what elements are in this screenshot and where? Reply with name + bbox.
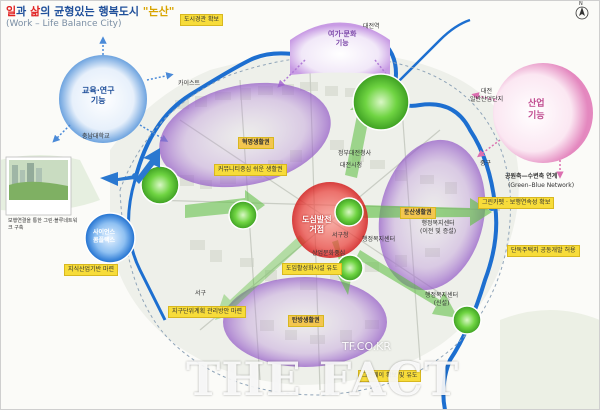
- title-part4: 의 균형있는 행복도시: [40, 5, 143, 18]
- title-part3: 삶: [30, 5, 41, 18]
- industry-function-label: 산업 기능: [528, 99, 545, 121]
- hyeokmyeong-area-label: 혁명생활권: [238, 137, 274, 149]
- green-corridor-note: 그린카펫 · 보행연속성 확보: [478, 197, 555, 209]
- place-city-hall: 대전시청: [340, 162, 363, 169]
- education-function-bubble: [59, 55, 147, 143]
- top-band-note: 도시경관 확보: [180, 14, 224, 26]
- compass: [575, 6, 589, 20]
- culture-function-bubble: [290, 22, 390, 75]
- local-center-note: 지구단위계획 관리방안 마련: [168, 306, 247, 318]
- watermark-large: THE FACT: [186, 352, 460, 406]
- title-city: "논산": [142, 5, 175, 18]
- compass-label: N: [579, 1, 583, 7]
- science-complex-label: 사이언스 콤플렉스: [93, 229, 116, 244]
- education-function-label: 교육·연구 기능: [82, 86, 115, 105]
- place-commercial-center: 상업문화중심: [312, 250, 346, 257]
- left-plan-note: 지식산업기반 마련: [64, 264, 119, 276]
- place-admin-center: 행정복지센터: [362, 236, 396, 243]
- hyeokmyeong-living-area: [159, 82, 331, 188]
- reuse-plan-note: 단독주택지 공동개발 허용: [507, 245, 580, 257]
- science-complex-node: [84, 212, 136, 264]
- green-node-southeast: [452, 305, 482, 335]
- green-node-center-west: [228, 200, 258, 230]
- green-blue-link-label: 공원축—수변축 연계: [505, 173, 558, 180]
- dunsan-area-label: 둔산생활권: [400, 207, 436, 219]
- place-chungnam-univ: 충남대학교: [82, 133, 110, 140]
- place-jung-gu: 중구: [480, 160, 492, 167]
- green-node-center: [334, 197, 364, 227]
- title-part2: 과: [16, 5, 31, 18]
- green-blue-network-label: (Green–Blue Network): [508, 182, 575, 189]
- city-boundary: [119, 55, 511, 396]
- left-inset-caption: 보행연결을 통한 그린·블루네트워크 구축: [8, 218, 78, 231]
- city-center-plan-note: 도입활성화시설 유도: [282, 263, 342, 275]
- culture-function-label: 여가·문화 기능: [328, 30, 357, 47]
- map-subtitle: (Work – Life Balance City): [6, 19, 122, 29]
- title-part1: 일: [6, 5, 17, 18]
- tanbang-area-label: 탄방생활권: [288, 315, 324, 327]
- green-node-north: [352, 73, 410, 131]
- culture-arrows: [277, 59, 398, 88]
- compact-city-note: 커뮤니티중심 쉬운 생활권: [214, 164, 287, 176]
- place-daejeon-station: 대전역: [363, 23, 380, 30]
- place-kaist: 카이스트: [178, 80, 201, 87]
- watermark-small: TF.CO.KR: [342, 340, 392, 353]
- bottom-yellow-note: 그린웨이 확보 및 유도: [358, 370, 422, 382]
- place-government-complex: 정부대전청사: [338, 150, 372, 157]
- place-seo-gu: 서구: [195, 290, 207, 297]
- industry-function-bubble: [493, 63, 593, 163]
- place-admin-center-new: 행정복지센터 (신설): [425, 292, 459, 307]
- place-industrial-complex: 대전 일반산업단지: [470, 88, 504, 103]
- map-title: 일과 삶의 균형있는 행복도시 "논산": [6, 6, 174, 17]
- downtown-core-label: 도심발전 거점: [302, 215, 332, 234]
- industry-arrows: [471, 92, 564, 179]
- place-admin-town: 행정복지센터 (이전 및 증설): [420, 220, 457, 235]
- place-seo-gu-office: 서구청: [332, 232, 349, 239]
- green-nodes: [140, 73, 482, 335]
